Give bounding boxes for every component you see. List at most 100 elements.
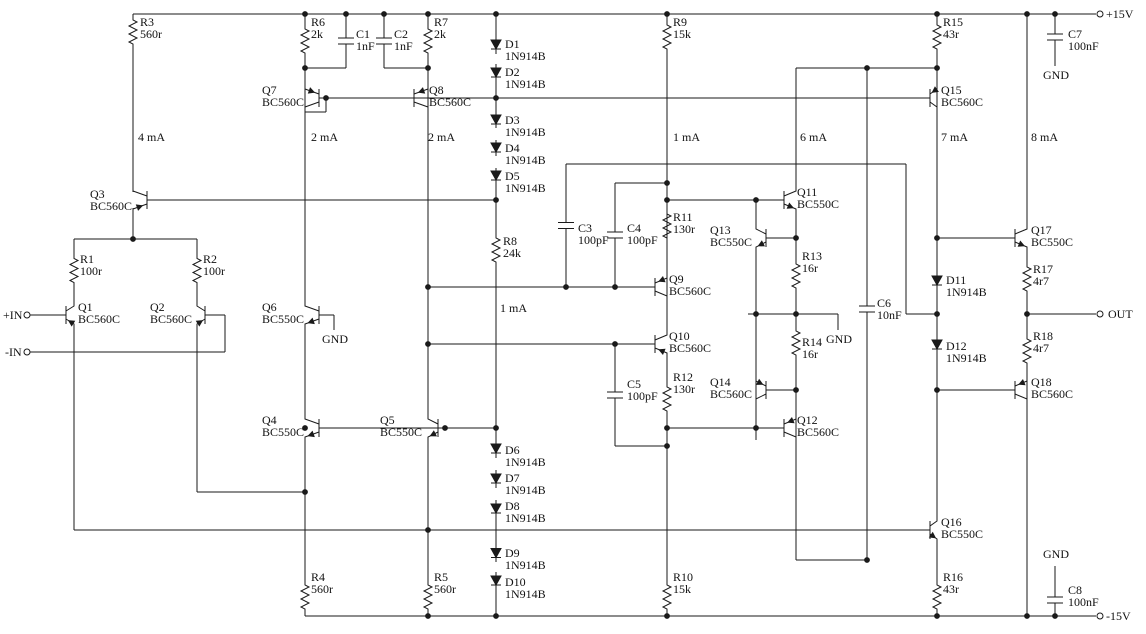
resistor-r16 [931,578,943,616]
collector-lead [1014,374,1028,400]
collector-lead [783,183,797,197]
emitter-lead [755,241,767,314]
resistor-zigzag [422,578,434,616]
diode-triangle [490,170,502,182]
junction-dot [323,95,329,101]
ref-d4: D4 [505,141,520,155]
ref-d11: D11 [946,273,966,287]
resistor-r11 [661,200,673,252]
value-c2: 1nF [394,39,413,53]
emitter-arrow [195,320,204,327]
collector-lead [304,302,320,312]
diode-triangle [490,503,502,515]
value-q14: BC560C [710,387,752,401]
resistor-zigzag [661,378,673,420]
value-q2: BC560C [150,312,192,326]
value-d1: 1N914B [505,49,546,63]
junction-dot [934,65,940,71]
value-d7: 1N914B [505,483,546,497]
diode-d10 [490,572,502,590]
value-q5: BC550C [380,425,422,439]
resistor-zigzag [931,578,943,616]
ref-r13: R13 [802,249,822,263]
value-r8: 24k [503,246,521,260]
resistor-r1 [68,239,80,302]
emitter-lead [783,418,797,560]
ref-q6: Q6 [262,300,277,314]
ref-q7: Q7 [262,83,277,97]
emitter-lead [929,533,938,578]
emitter-lead [132,203,148,239]
junction-dot [664,180,670,186]
junction-dot [493,613,499,619]
diode-d4 [490,140,502,156]
junction-dot [664,197,670,203]
emitter-lead [427,431,439,578]
emitter-arrow [756,378,764,385]
emitter-arrow [417,87,426,94]
value-d8: 1N914B [505,511,546,525]
capacitor-c4 [607,183,623,287]
capacitor-c6 [859,300,875,318]
resistor-r17 [1021,258,1033,300]
junction-dot [343,11,349,17]
diode-d1 [490,36,502,54]
diode-triangle [490,142,502,154]
junction-dot [612,284,618,290]
ref-c2: C2 [394,27,408,41]
resistor-zigzag [299,578,311,616]
ref-d5: D5 [505,169,520,183]
terminal-circle [1096,612,1104,620]
emitter-arrow [787,416,795,424]
value-r3: 560r [140,27,162,41]
terminal-circle [1096,310,1104,318]
value-q17: BC550C [1031,235,1073,249]
emitter-lead [1014,380,1028,600]
junction-dot [302,489,308,495]
ref-r5: R5 [434,570,448,584]
emitter-arrow [757,240,765,247]
diode-d11 [931,272,943,290]
ref-d12: D12 [946,339,967,353]
diode-triangle [931,275,943,287]
transistor-q11 [783,183,797,240]
ref-q2: Q2 [150,300,165,314]
diode-d9 [490,545,502,562]
resistor-r14 [790,314,802,372]
resistor-r2 [191,239,203,302]
diode-d6 [490,440,502,458]
junction-dot [864,557,870,563]
ref-d7: D7 [505,471,520,485]
ref-r4: R4 [311,570,325,584]
ref-d2: D2 [505,65,520,79]
junction-dot [664,443,670,449]
collector-lead [304,68,320,108]
ref-c5: C5 [627,377,641,391]
resistor-r5 [422,578,434,616]
value-d6: 1N914B [505,455,546,469]
current-q11: 6 mA [800,130,827,144]
ref-q12: Q12 [797,413,818,427]
ref-r14: R14 [802,335,822,349]
value-r18: 4r7 [1033,341,1049,355]
emitter-arrow [658,275,666,283]
resistor-zigzag [1021,328,1033,374]
value-r11: 130r [673,222,695,236]
ref-d8: D8 [505,499,520,513]
diode-triangle [490,548,502,559]
ref-c6: C6 [877,296,891,310]
ref-q14: Q14 [710,375,731,389]
collector-lead [196,302,206,312]
junction-dot [753,425,759,431]
emitter-arrow [307,317,315,325]
capacitor-c8 [1047,584,1063,616]
value-r15: 43r [943,27,959,41]
diode-triangle [490,39,502,51]
ref-r16: R16 [943,570,963,584]
junction-dot [793,235,799,241]
capacitor-c3 [558,164,574,287]
resistor-r8 [490,228,502,272]
diode-d3 [490,112,502,128]
emitter-arrow [931,86,939,93]
